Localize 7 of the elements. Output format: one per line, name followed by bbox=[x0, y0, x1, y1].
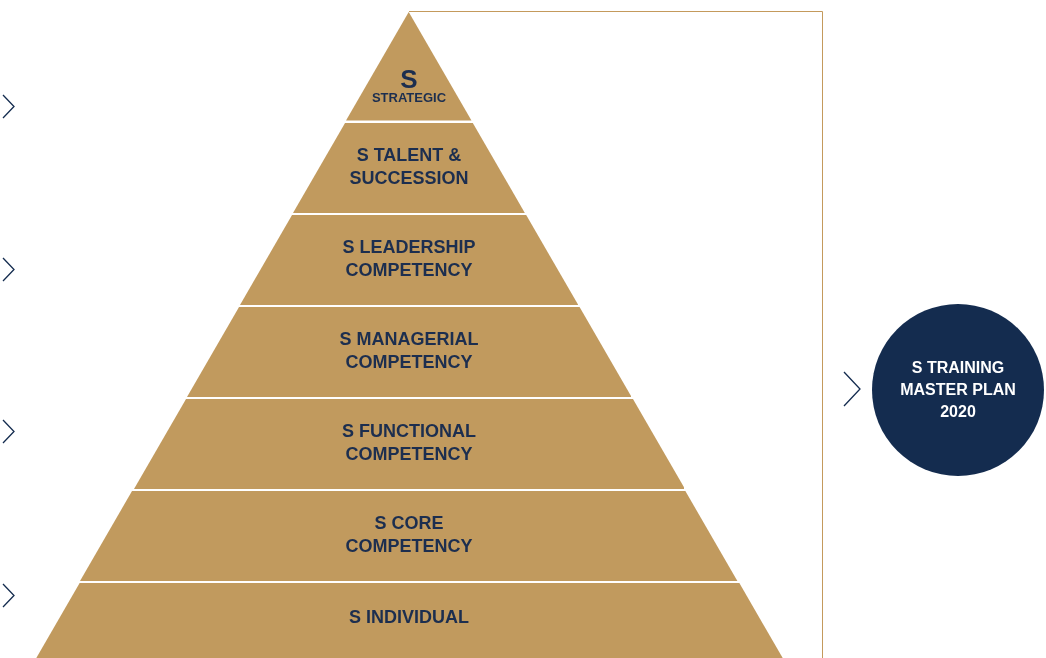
tier-label: S MANAGERIAL COMPETENCY bbox=[338, 327, 480, 374]
tier-label: S INDIVIDUAL bbox=[348, 606, 470, 630]
circle-label: S TRAINING MASTER PLAN 2020 bbox=[899, 358, 1017, 422]
tier-label: S LEADERSHIP COMPETENCY bbox=[341, 235, 477, 282]
tier-label: S FUNCTIONAL COMPETENCY bbox=[341, 419, 477, 466]
tier-label: S TALENT & SUCCESSION bbox=[348, 143, 470, 190]
tier-label: S CORE COMPETENCY bbox=[344, 511, 474, 558]
